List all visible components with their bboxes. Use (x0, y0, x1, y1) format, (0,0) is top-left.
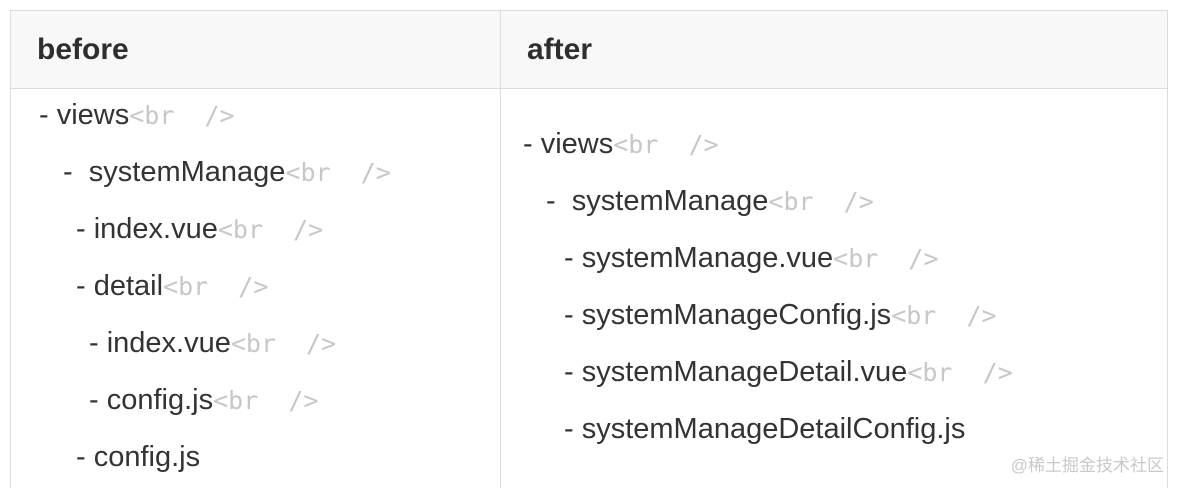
file-label: - systemManageDetailConfig.js (564, 412, 966, 445)
file-label: - config.js (89, 384, 214, 416)
br-tag-literal: <br /> (285, 158, 391, 187)
after-file-tree-cell: - views<br />- systemManage<br />- syste… (500, 88, 1168, 488)
column-header-after: after (500, 10, 1168, 89)
file-label: - systemManage.vue (564, 241, 834, 274)
br-tag-literal: <br /> (833, 243, 939, 273)
br-tag-literal: <br /> (217, 215, 324, 244)
br-tag-literal: <br /> (907, 357, 1013, 387)
tree-line: - index.vue<br /> (11, 203, 500, 260)
file-label: - views (39, 99, 130, 131)
file-label: - systemManage (546, 184, 769, 217)
tree-line: - detail<br /> (11, 260, 500, 317)
tree-line: - config.js (11, 431, 500, 488)
tree-line: - systemManage<br /> (501, 175, 1167, 232)
tree-line: - systemManageConfig.js<br /> (501, 289, 1167, 346)
tree-line: - systemManageDetailConfig.js (501, 403, 1167, 460)
table-header-row: before after (10, 10, 1168, 89)
br-tag-literal: <br /> (213, 386, 319, 415)
br-tag-literal: <br /> (163, 272, 269, 301)
br-tag-literal: <br /> (891, 300, 997, 330)
tree-line: - views<br /> (11, 89, 500, 146)
tree-line: - systemManage.vue<br /> (501, 232, 1167, 289)
file-label: - index.vue (76, 213, 218, 245)
comparison-table: before after - views<br />- systemManage… (10, 10, 1168, 488)
tree-line: - config.js<br /> (11, 374, 500, 431)
column-header-before: before (10, 10, 501, 89)
file-label: - systemManageConfig.js (564, 298, 892, 331)
file-label: - config.js (76, 441, 201, 473)
file-label: - systemManageDetail.vue (564, 355, 908, 388)
tree-line: - systemManage<br /> (11, 146, 500, 203)
file-label: - systemManage (63, 156, 286, 188)
br-tag-literal: <br /> (613, 129, 719, 159)
br-tag-literal: <br /> (129, 101, 235, 130)
tree-line: - index.vue<br /> (11, 317, 500, 374)
juejin-watermark: @稀土掘金技术社区 (1010, 456, 1164, 475)
file-label: - index.vue (89, 327, 231, 359)
tree-line: - systemManageDetail.vue<br /> (501, 346, 1167, 403)
file-label: - views (523, 127, 614, 160)
tree-line: - views<br /> (501, 118, 1167, 175)
file-label: - detail (76, 270, 164, 302)
br-tag-literal: <br /> (768, 186, 874, 216)
before-file-tree-cell: - views<br />- systemManage<br />- index… (10, 88, 501, 488)
br-tag-literal: <br /> (230, 329, 337, 358)
